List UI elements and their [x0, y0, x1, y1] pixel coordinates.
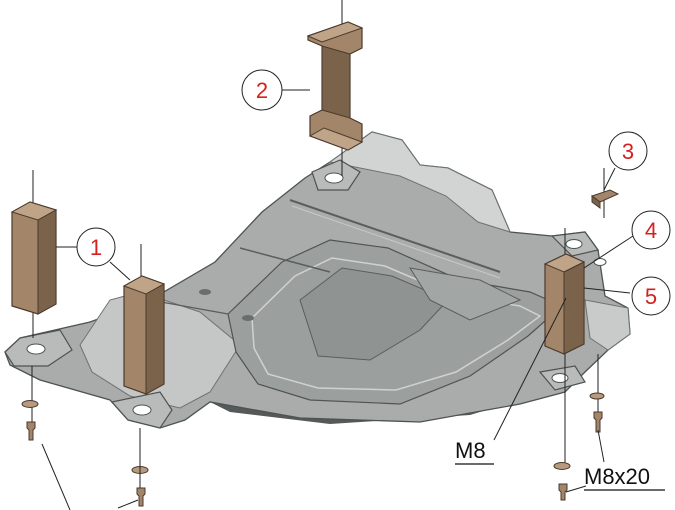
callout-4-number: 4 — [645, 218, 657, 243]
bolt-left — [26, 421, 36, 441]
bolt-right — [558, 483, 568, 501]
bracket-1-left — [10, 170, 58, 338]
callout-1: 1 — [76, 227, 116, 267]
nut-spec-label: M8 — [455, 438, 486, 463]
callout-1-number: 1 — [90, 235, 102, 260]
nut-spec: M8 — [455, 438, 494, 465]
bracket-2 — [306, 0, 364, 176]
bolt-spec: M8x20 — [584, 464, 665, 491]
washer-right — [553, 462, 571, 470]
fasteners — [21, 366, 605, 507]
callout-3-number: 3 — [622, 139, 634, 164]
bolt-center-left — [136, 487, 146, 507]
callout-5-number: 5 — [645, 284, 657, 309]
washer-far-right — [589, 392, 605, 400]
bolt-spec-label: M8x20 — [584, 464, 650, 489]
skid-plate — [4, 131, 631, 429]
callout-2: 2 — [241, 69, 283, 111]
callout-2-number: 2 — [256, 78, 268, 103]
washer-left — [21, 400, 39, 408]
callout-4: 4 — [631, 210, 671, 250]
bolt-far-right — [593, 411, 603, 433]
callout-5: 5 — [631, 276, 671, 316]
callout-3: 3 — [608, 131, 648, 171]
leader-lines — [41, 89, 634, 510]
bracket-4-5 — [543, 228, 599, 468]
bracket-1-right — [122, 244, 166, 395]
spacer-3 — [590, 168, 620, 218]
